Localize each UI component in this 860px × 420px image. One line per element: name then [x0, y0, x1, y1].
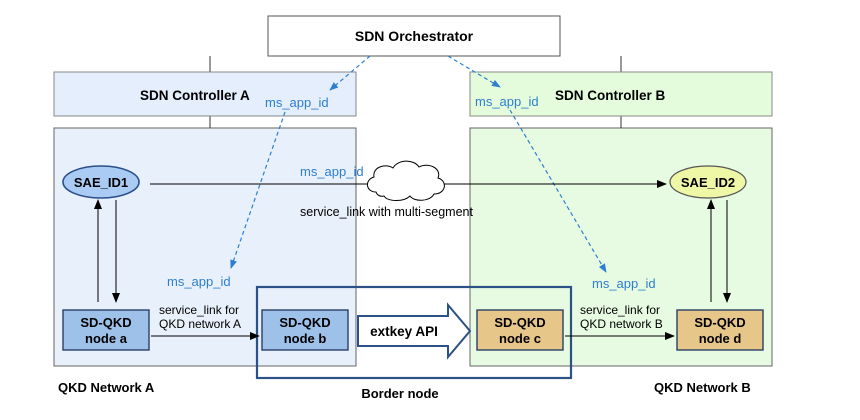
sae-id1-label: SAE_ID1	[74, 175, 128, 190]
node-a-line1: SD-QKD	[80, 315, 131, 330]
extkey-api-arrow	[357, 302, 472, 360]
node-b-line1: SD-QKD	[279, 315, 330, 330]
node-c-line1: SD-QKD	[494, 315, 545, 330]
ms-app-id-label-ctrl-a: ms_app_id	[265, 95, 329, 110]
node-d-line1: SD-QKD	[694, 315, 745, 330]
qkd-network-a-label: QKD Network A	[58, 380, 155, 395]
dash-orch-to-ctrl-b	[447, 55, 501, 88]
node-c-line2: node c	[499, 331, 541, 346]
sae-id2-label: SAE_ID2	[681, 175, 735, 190]
ms-app-id-label-net-b: ms_app_id	[592, 276, 656, 291]
sd-qkd-node-d	[676, 309, 764, 351]
sdn-controller-a-box	[53, 71, 357, 117]
node-d-line2: node d	[699, 331, 742, 346]
node-b-line2: node b	[284, 331, 327, 346]
multi-segment-label: service_link with multi-segment	[300, 205, 474, 219]
dash-orch-to-ctrl-a	[329, 55, 371, 91]
sae-id1-ellipse	[62, 165, 140, 199]
node-a-line2: node a	[85, 331, 128, 346]
ms-app-id-label-sae-link: ms_app_id	[300, 164, 364, 179]
border-node-label: Border node	[361, 386, 438, 401]
cloud-icon	[367, 160, 445, 201]
sae-id2-ellipse	[669, 165, 747, 199]
qkd-network-b-label: QKD Network B	[654, 380, 751, 395]
extkey-api-label: extkey API	[370, 324, 438, 339]
sd-qkd-node-a	[62, 309, 150, 351]
ms-app-id-label-net-a: ms_app_id	[167, 274, 231, 289]
service-link-a-line1: service_link for	[159, 303, 239, 317]
service-link-b-line2: QKD network B	[580, 317, 663, 331]
sdn-controller-a-label: SDN Controller A	[140, 88, 250, 103]
sdn-orchestrator-label: SDN Orchestrator	[355, 28, 474, 44]
sd-qkd-node-b	[261, 309, 349, 351]
sdn-controller-b-box	[469, 71, 773, 117]
sdn-orchestrator-box	[267, 15, 561, 57]
dash-ctrl-b-to-net	[509, 109, 607, 273]
ms-app-id-label-ctrl-b: ms_app_id	[475, 94, 539, 109]
sd-qkd-node-c	[476, 309, 564, 351]
service-link-b-line1: service_link for	[580, 303, 660, 317]
service-link-a-line2: QKD network A	[159, 317, 241, 331]
sdn-controller-b-label: SDN Controller B	[555, 88, 666, 103]
